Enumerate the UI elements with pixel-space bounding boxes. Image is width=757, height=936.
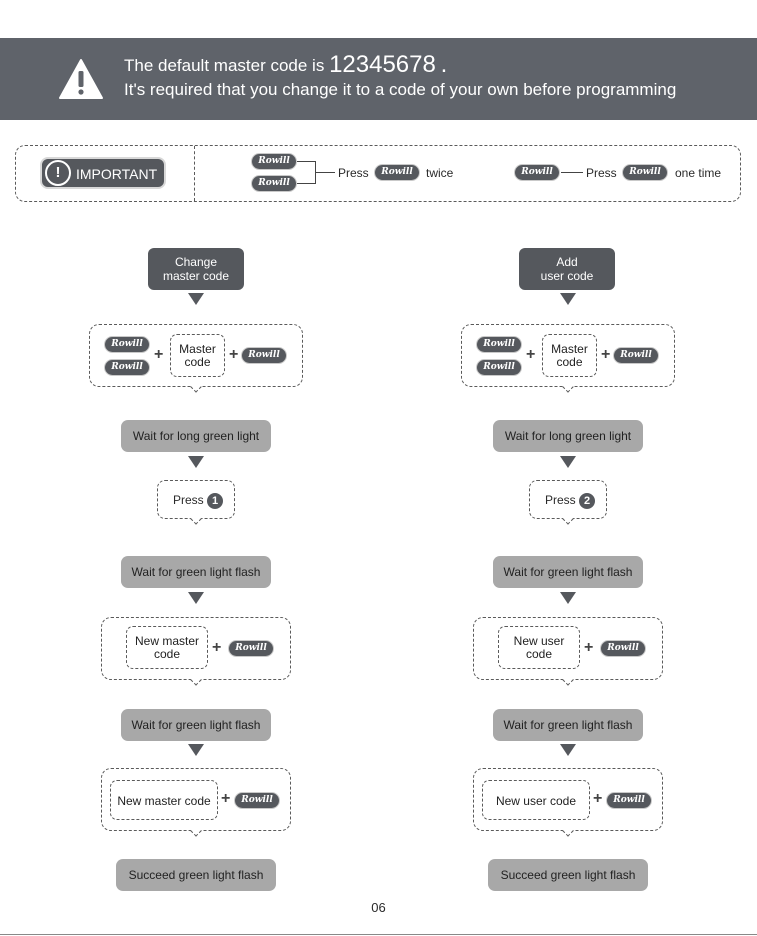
wait-green-light-flash: Wait for green light flash [493, 556, 643, 588]
flow-arrow [188, 293, 204, 305]
master-code-input-hint: Master code [542, 334, 597, 377]
plus-icon: + [229, 346, 239, 363]
plus-icon: + [212, 639, 222, 656]
press-label: Press [173, 493, 204, 508]
key-icon: Rowill [228, 640, 274, 657]
legend-divider [194, 146, 195, 201]
banner-line-1: The default master code is 12345678 . [124, 51, 447, 79]
key-icon: Rowill [622, 164, 668, 181]
wait-green-light-flash: Wait for green light flash [493, 709, 643, 741]
one-time-label: one time [675, 166, 722, 180]
bracket-line [297, 161, 315, 162]
plus-icon: + [221, 790, 231, 807]
key-icon: Rowill [104, 359, 150, 376]
plus-icon: + [526, 346, 536, 363]
flow-arrow [560, 744, 576, 756]
banner-prefix: The default master code is [124, 56, 325, 75]
key-icon: Rowill [606, 792, 652, 809]
key-icon: Rowill [234, 792, 280, 809]
important-label: IMPORTANT [76, 166, 158, 182]
confirm-master-code-hint: New master code [110, 780, 218, 820]
succeed-green-light-flash: Succeed green light flash [116, 859, 276, 891]
wait-green-light-flash: Wait for green light flash [121, 709, 271, 741]
add-user-code-title: Add user code [519, 248, 615, 290]
key-icon: Rowill [374, 164, 420, 181]
banner-line-2: It's required that you change it to a co… [124, 80, 677, 99]
flow-arrow [188, 592, 204, 604]
new-master-code-hint: New master code [126, 626, 208, 669]
important-badge: ! IMPORTANT [40, 157, 166, 189]
bracket-line [297, 183, 315, 184]
flow-arrow [188, 456, 204, 468]
press-label: Press [586, 166, 617, 180]
press-label: Press [545, 493, 576, 508]
banner-suffix: . [440, 51, 448, 78]
default-master-code: 12345678 [329, 51, 436, 78]
key-icon: Rowill [104, 336, 150, 353]
change-master-code-title: Change master code [148, 248, 244, 290]
master-code-input-hint: Master code [170, 334, 225, 377]
flow-arrow [560, 592, 576, 604]
number-2-icon: 2 [579, 493, 596, 509]
key-icon: Rowill [251, 153, 297, 170]
key-icon: Rowill [600, 640, 646, 657]
flow-arrow [560, 293, 576, 305]
plus-icon: + [154, 346, 164, 363]
wait-long-green-light: Wait for long green light [493, 420, 643, 452]
plus-icon: + [593, 790, 603, 807]
plus-icon: + [601, 346, 611, 363]
page-bottom-rule [0, 934, 757, 935]
bracket-line [315, 172, 335, 173]
number-1-icon: 1 [207, 493, 224, 509]
key-icon: Rowill [613, 347, 659, 364]
confirm-user-code-hint: New user code [482, 780, 590, 820]
succeed-green-light-flash: Succeed green light flash [488, 859, 648, 891]
press-step-label: Press 2 [545, 493, 596, 509]
key-icon: Rowill [241, 347, 287, 364]
important-legend [15, 145, 741, 202]
twice-label: twice [426, 166, 454, 180]
connector-line [561, 172, 583, 173]
wait-long-green-light: Wait for long green light [121, 420, 271, 452]
warning-icon [59, 59, 103, 99]
flow-arrow [560, 456, 576, 468]
key-icon: Rowill [251, 175, 297, 192]
page-number: 06 [371, 900, 386, 915]
plus-icon: + [584, 639, 594, 656]
new-user-code-hint: New user code [498, 626, 580, 669]
warning-banner: The default master code is 12345678 . It… [0, 38, 757, 120]
flow-arrow [188, 744, 204, 756]
key-icon: Rowill [476, 359, 522, 376]
press-step-label: Press 1 [173, 493, 224, 509]
wait-green-light-flash: Wait for green light flash [121, 556, 271, 588]
exclamation-icon: ! [45, 160, 71, 186]
key-icon: Rowill [514, 164, 560, 181]
press-label: Press [338, 166, 369, 180]
key-icon: Rowill [476, 336, 522, 353]
